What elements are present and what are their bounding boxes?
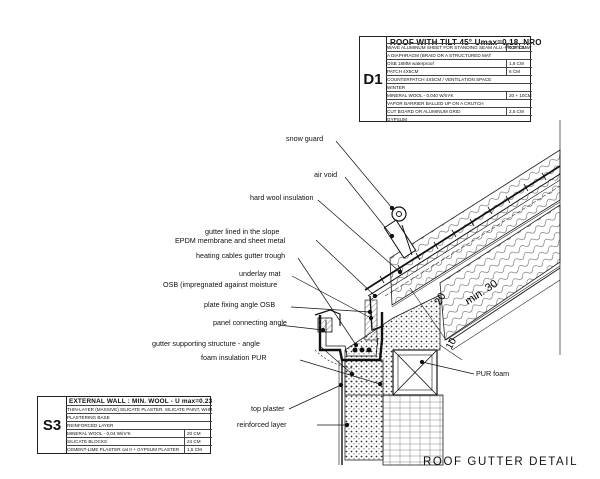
osb-line-2 — [369, 179, 561, 301]
s3-layer-name: THIN-LAYER (MASSIVE) SILICATE PLASTER, S… — [67, 407, 212, 412]
s3-layer-row: THIN-LAYER (MASSIVE) SILICATE PLASTER, S… — [66, 405, 212, 414]
s3-layer-name: REINFORCED LAYER — [67, 423, 114, 428]
d1-layer-name: WINTER — [387, 85, 406, 90]
s3-layer-table: S3 EXTERNAL WALL : MIN. WOOL - U max=0.2… — [37, 396, 213, 454]
vapour-line — [391, 201, 561, 308]
d1-layer-name: A DIAPHRAGM (BRAID OR A STRUCTURED MAT — [387, 53, 492, 58]
label-heating-cables: heating cables gutter trough — [196, 251, 286, 260]
d1-title: ROOF WITH TILT 45° Umax=0,18, NRO — [390, 38, 542, 47]
d1-layer-name: PATCH 4X5CM — [387, 69, 419, 74]
s3-layer-name: SILICATE BLOCKS — [67, 439, 107, 444]
d1-layer-thickness: 20 + 10CM — [506, 92, 532, 100]
label-gutter-support: gutter supporting structure - angle — [152, 339, 260, 348]
label-epdm: EPDM membrane and sheet metal — [175, 236, 286, 245]
s3-title: EXTERNAL WALL : MIN. WOOL - U max=0.23 — [69, 398, 213, 405]
d1-layer-name: CUT BOARD OR ALUMINUM GRID — [387, 109, 461, 114]
inner-line — [447, 267, 561, 343]
d1-layer-thickness: 6 CM — [506, 68, 520, 76]
d1-layer-row: PATCH 4X5CM 6 CM — [386, 67, 532, 76]
s3-layer-row: PLASTERING BASE — [66, 413, 212, 422]
d1-layer-name: WAVE ALUMINUM SHEET FOR STANDING SEAM AL… — [387, 45, 532, 50]
label-air-void: air void — [314, 170, 338, 179]
s3-code: S3 — [38, 397, 67, 453]
d1-layer-row: CUT BOARD OR ALUMINUM GRID 2,5 CM — [386, 107, 532, 116]
d1-layer-name: COUNTERPATCH 4X5CM / VENTILATION SPACE — [387, 77, 492, 82]
s3-layer-row: SILICATE BLOCKS 24 CM — [66, 437, 212, 446]
label-gutter-lined: gutter lined in the slope — [205, 227, 280, 236]
label-top-plaster: top plaster — [251, 404, 285, 413]
foam-insulation-pur — [344, 294, 441, 396]
d1-layer-row: WAVE ALUMINUM SHEET FOR STANDING SEAM AL… — [386, 43, 532, 52]
d1-layer-row: OSB 18MM waterproof 1,8 CM — [386, 59, 532, 68]
drawing-title: ROOF GUTTER DETAIL — [423, 456, 579, 468]
wall-block — [382, 394, 444, 466]
d1-layer-row: VAPOR BARRIER BALLED UP ON A CRUTCH — [386, 99, 532, 108]
d1-layer-name: OSB 18MM waterproof — [387, 61, 434, 66]
inner-line-2 — [451, 279, 561, 351]
s3-layer-name: CEMENT-LIME PLASTER cat II + GYPSUM PLAS… — [67, 447, 180, 452]
s3-layer-row: CEMENT-LIME PLASTER cat II + GYPSUM PLAS… — [66, 445, 212, 454]
d1-layer-name: VAPOR BARRIER BALLED UP ON A CRUTCH — [387, 101, 484, 106]
dashed-gutter-line — [314, 349, 353, 369]
label-underlay-mat: underlay mat — [239, 269, 281, 278]
d1-layer-thickness: 0,07 CM — [506, 44, 526, 52]
gutter — [314, 309, 384, 362]
label-snow-guard: snow guard — [286, 134, 324, 143]
s3-layer-thickness: 20 CM — [184, 430, 201, 438]
counterbatten-line — [384, 185, 561, 297]
label-pur-foam: PUR foam — [476, 369, 510, 378]
s3-layer-row: MINERAL WOOL - 0,04 W/m*K 20 CM — [66, 429, 212, 438]
dim-20: 20 — [432, 291, 449, 308]
d1-layer-row: GYPSUM — [386, 115, 532, 124]
label-osb-moisture: OSB (impregnated against moisture — [163, 280, 278, 289]
dim-10: 10 — [444, 336, 459, 352]
d1-layer-name: MINERAL WOOL - 0,040 W/m*K — [387, 93, 454, 98]
d1-layer-thickness: 1,8 CM — [506, 60, 524, 68]
s3-layer-name: PLASTERING BASE — [67, 415, 110, 420]
standing-seams — [379, 172, 547, 284]
s3-layer-thickness: 24 CM — [184, 438, 201, 446]
d1-layer-row: COUNTERPATCH 4X5CM / VENTILATION SPACE — [386, 75, 532, 84]
roof-sheet-line — [364, 165, 561, 291]
osb-line — [367, 173, 561, 297]
label-plate-fixing: plate fixing angle OSB — [204, 300, 276, 309]
d1-layer-name: GYPSUM — [387, 117, 407, 122]
d1-layer-table: D1 ROOF WITH TILT 45° Umax=0,18, NRO WAV… — [359, 36, 541, 124]
s3-layer-name: MINERAL WOOL - 0,04 W/m*K — [67, 431, 131, 436]
label-foam-pur: foam insulation PUR — [201, 353, 267, 362]
d1-layer-row: WINTER — [386, 83, 532, 92]
label-hard-wool: hard wool insulation — [250, 193, 314, 202]
d1-layer-row: A DIAPHRAGM (BRAID OR A STRUCTURED MAT — [386, 51, 532, 60]
d1-code: D1 — [360, 37, 387, 121]
d1-layer-row: MINERAL WOOL - 0,040 W/m*K 20 + 10CM — [386, 91, 532, 100]
label-panel-connecting: panel connecting angle — [213, 318, 287, 327]
label-reinforced-layer: reinforced layer — [237, 420, 287, 429]
snow-guard — [383, 206, 417, 259]
s3-layer-row: REINFORCED LAYER — [66, 421, 212, 430]
dimension-lines — [409, 265, 561, 361]
s3-layer-thickness: 1,5 CM — [184, 446, 202, 454]
leader-lines — [278, 140, 475, 428]
d1-layer-thickness: 2,5 CM — [506, 108, 524, 116]
